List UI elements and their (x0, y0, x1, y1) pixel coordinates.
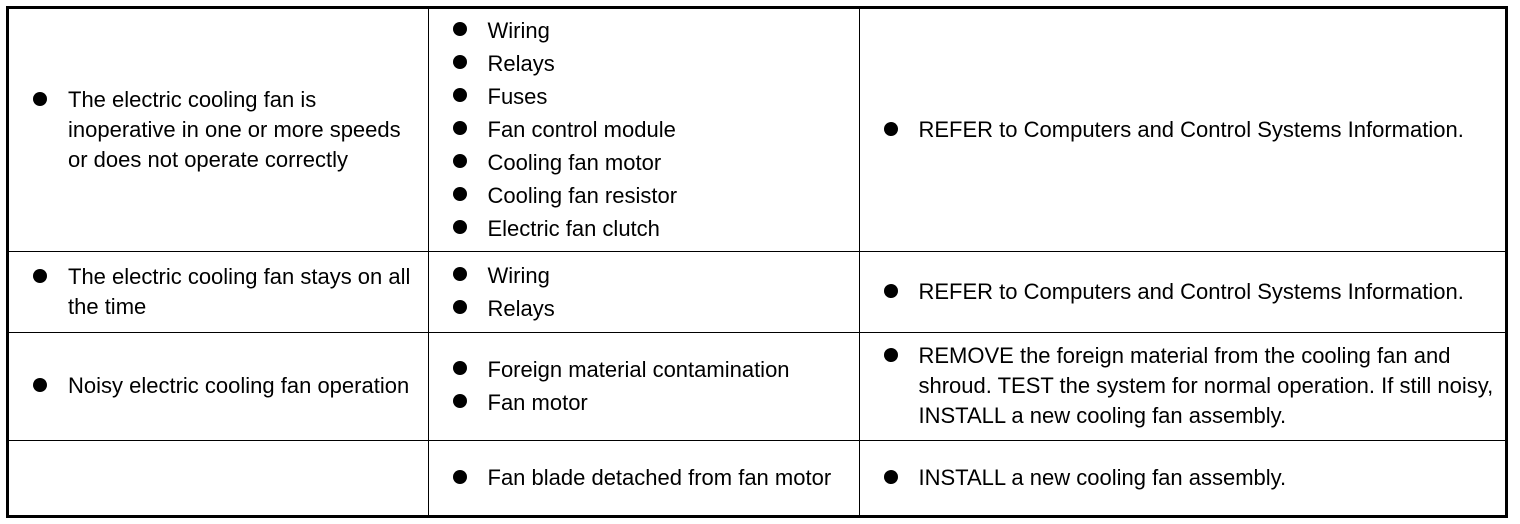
cause-text: Cooling fan motor (487, 150, 662, 176)
condition-text: The electric cooling fan is inoperative … (68, 86, 401, 172)
condition-cell: The electric cooling fan is inoperative … (9, 9, 429, 252)
table-row: Fan blade detached from fan motor INSTAL… (9, 439, 1505, 515)
bullet-icon (452, 299, 467, 314)
bullet-icon (883, 469, 898, 484)
action-item: INSTALL a new cooling fan assembly. (883, 463, 1496, 493)
bullet-icon (883, 121, 898, 136)
list-item: Electric fan clutch (452, 212, 849, 245)
list-item: Relays (452, 47, 849, 80)
bullet-icon (452, 88, 467, 103)
condition-cell (9, 439, 429, 515)
cause-text: Fuses (487, 84, 548, 110)
bullet-icon (883, 283, 898, 298)
cause-text: Wiring (487, 262, 550, 288)
table-row: The electric cooling fan stays on all th… (9, 250, 1505, 333)
bullet-icon (452, 266, 467, 281)
list-item: Foreign material contamination (452, 353, 849, 386)
condition-text: Noisy electric cooling fan operation (68, 373, 410, 398)
condition-item: The electric cooling fan is inoperative … (33, 85, 418, 175)
list-item: Fan blade detached from fan motor (452, 463, 849, 493)
list-item: Fan control module (452, 113, 849, 146)
bullet-icon (452, 187, 467, 202)
cause-text: Wiring (487, 18, 550, 44)
bullet-icon (452, 361, 467, 375)
condition-cell: Noisy electric cooling fan operation (9, 331, 429, 441)
bullet-icon (33, 91, 47, 106)
list-item: Cooling fan motor (452, 146, 849, 179)
cause-text: Fan blade detached from fan motor (487, 464, 832, 490)
action-cell: REFER to Computers and Control Systems I… (858, 9, 1505, 252)
diagnosis-table-frame: The electric cooling fan is inoperative … (6, 6, 1508, 518)
bullet-icon (452, 55, 467, 70)
bullet-icon (452, 469, 467, 484)
action-text: REMOVE the foreign material from the coo… (918, 343, 1494, 428)
condition-item: Noisy electric cooling fan operation (33, 371, 418, 401)
cause-cell: Fan blade detached from fan motor (427, 439, 860, 515)
bullet-icon (452, 394, 467, 408)
list-item: Fuses (452, 80, 849, 113)
bullet-icon (452, 121, 467, 136)
cause-cell: Wiring Relays Fuses Fan control module C… (427, 9, 860, 252)
list-item: Relays (452, 292, 849, 325)
cause-text: Cooling fan resistor (487, 183, 678, 209)
action-text: REFER to Computers and Control Systems I… (918, 116, 1464, 142)
table-row: The electric cooling fan is inoperative … (9, 9, 1505, 252)
bullet-icon (33, 378, 47, 392)
list-item: Cooling fan resistor (452, 179, 849, 212)
action-item: REFER to Computers and Control Systems I… (883, 277, 1496, 307)
action-cell: INSTALL a new cooling fan assembly. (858, 439, 1505, 515)
bullet-icon (33, 268, 47, 283)
cause-cell: Foreign material contamination Fan motor (427, 331, 860, 441)
condition-item: The electric cooling fan stays on all th… (33, 262, 418, 322)
action-item: REFER to Computers and Control Systems I… (883, 115, 1496, 145)
action-text: REFER to Computers and Control Systems I… (918, 278, 1464, 304)
symptom-chart-table: The electric cooling fan is inoperative … (9, 9, 1505, 515)
cause-text: Fan motor (487, 390, 588, 415)
action-cell: REMOVE the foreign material from the coo… (858, 331, 1505, 441)
list-item: Fan motor (452, 386, 849, 419)
list-item: Wiring (452, 259, 849, 292)
action-cell: REFER to Computers and Control Systems I… (858, 250, 1505, 333)
bullet-icon (883, 348, 898, 362)
cause-text: Relays (487, 51, 555, 77)
action-item: REMOVE the foreign material from the coo… (883, 341, 1496, 431)
bullet-icon (452, 154, 467, 169)
cause-text: Relays (487, 295, 555, 321)
cause-text: Fan control module (487, 117, 676, 143)
bullet-icon (452, 220, 467, 235)
cause-cell: Wiring Relays (427, 250, 860, 333)
condition-text: The electric cooling fan stays on all th… (68, 263, 411, 319)
condition-cell: The electric cooling fan stays on all th… (9, 250, 429, 333)
cause-text: Foreign material contamination (487, 357, 790, 382)
list-item: Wiring (452, 14, 849, 47)
action-text: INSTALL a new cooling fan assembly. (918, 464, 1287, 490)
bullet-icon (452, 22, 467, 37)
cause-text: Electric fan clutch (487, 216, 660, 242)
table-row: Noisy electric cooling fan operation For… (9, 331, 1505, 441)
